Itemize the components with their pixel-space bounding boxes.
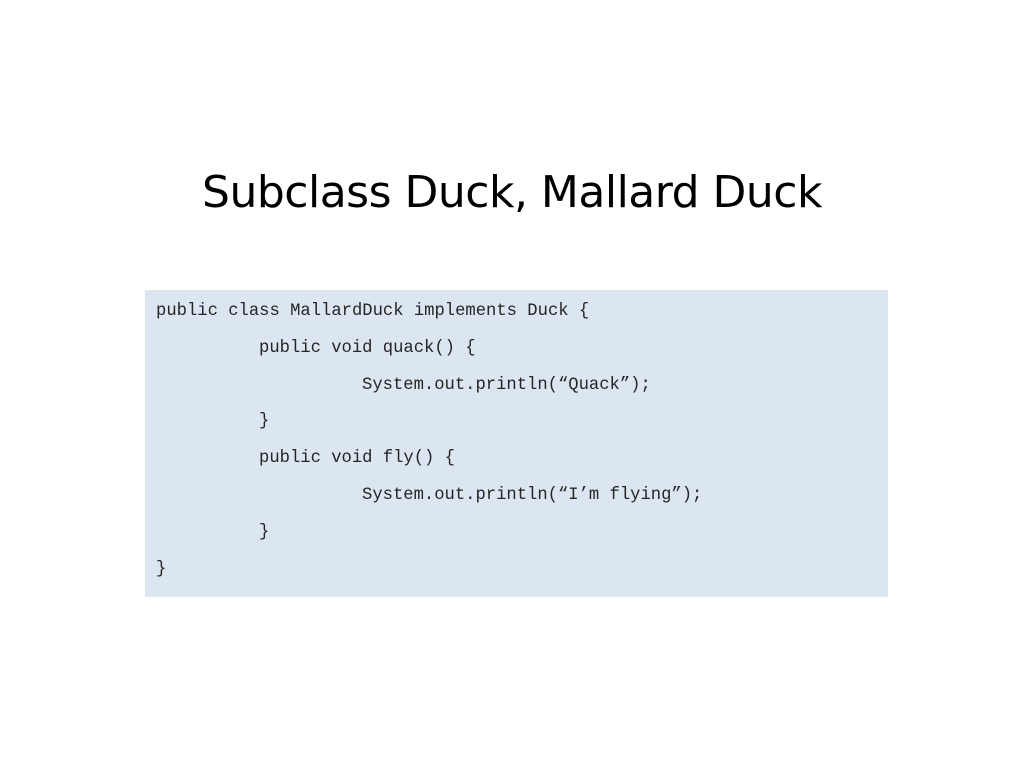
code-line-class-close: } bbox=[156, 559, 167, 579]
code-line-quack-body: System.out.println(“Quack”); bbox=[362, 375, 651, 395]
code-line-class-declaration: public class MallardDuck implements Duck… bbox=[156, 302, 590, 321]
code-line-quack-close: } bbox=[259, 412, 270, 432]
slide-title: Subclass Duck, Mallard Duck bbox=[202, 167, 822, 218]
code-line-quack-signature: public void quack() { bbox=[259, 338, 476, 358]
code-line-fly-close: } bbox=[259, 522, 270, 542]
code-block: public class MallardDuck implements Duck… bbox=[145, 290, 888, 597]
code-line-fly-signature: public void fly() { bbox=[259, 449, 455, 469]
code-line-fly-body: System.out.println(“I’m flying”); bbox=[362, 485, 703, 505]
